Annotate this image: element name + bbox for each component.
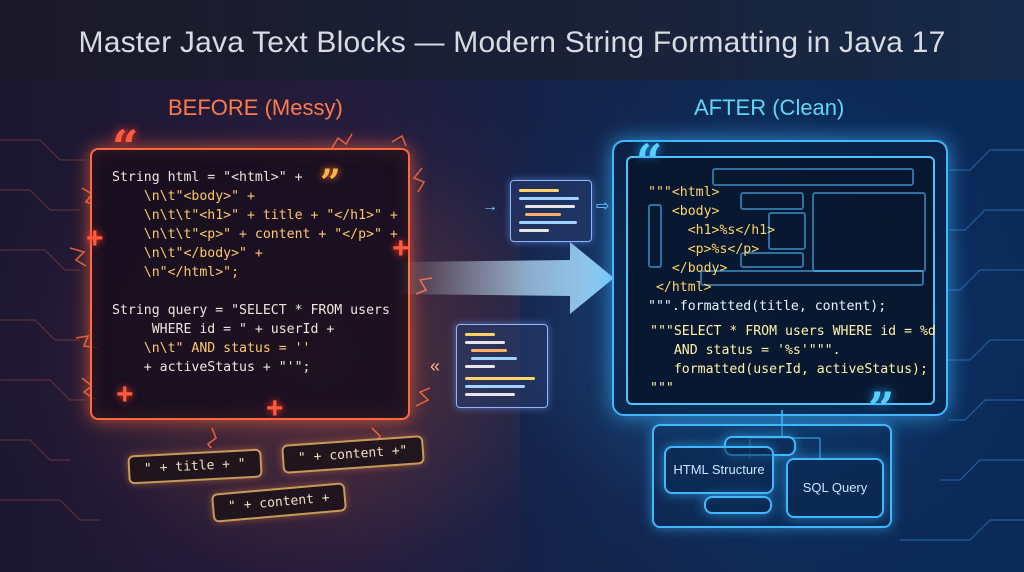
code-line: <body> bbox=[648, 204, 720, 219]
arrow-right-icon: ⇨ bbox=[596, 198, 610, 215]
code-line: String query = "SELECT * FROM users bbox=[112, 303, 390, 318]
clean-code-panel bbox=[626, 156, 935, 405]
plus-icon: + bbox=[86, 222, 104, 255]
code-line: \n\t" AND status = '' bbox=[112, 341, 311, 356]
arrow-left-icon: « bbox=[430, 356, 441, 376]
structure-node bbox=[704, 496, 772, 514]
code-line: </body> bbox=[648, 261, 728, 276]
code-line: <p>%s</p> bbox=[648, 242, 760, 257]
quote-close-icon: ” bbox=[320, 162, 341, 204]
code-line: \n\t"<body>" + bbox=[112, 189, 255, 204]
layout-wireframe bbox=[768, 212, 806, 250]
circuit-lines bbox=[0, 139, 1024, 541]
layout-wireframe bbox=[648, 204, 662, 268]
code-line: <h1>%s</h1> bbox=[648, 223, 776, 238]
clean-sql-code: """SELECT * FROM users WHERE id = %d AND… bbox=[650, 322, 936, 398]
layout-wireframe bbox=[712, 168, 914, 186]
before-heading: BEFORE (Messy) bbox=[168, 95, 343, 120]
arrow-right-icon bbox=[400, 242, 614, 314]
quote-open-icon: “ bbox=[636, 134, 663, 188]
plus-icon: + bbox=[116, 378, 134, 411]
clean-html-code: """<html> <body> <h1>%s</h1> <p>%s</p> <… bbox=[648, 183, 886, 316]
messy-code-panel: String html = "<html>" + \n\t"<body>" + … bbox=[90, 148, 410, 420]
layout-wireframe bbox=[700, 270, 924, 286]
code-line: + activeStatus + "'"; bbox=[112, 360, 311, 375]
plus-icon: + bbox=[392, 232, 410, 265]
sql-query-box: SQL Query bbox=[786, 458, 884, 518]
arrow-right-icon: → bbox=[482, 198, 498, 215]
code-line: AND status = '%s'""". bbox=[650, 343, 841, 358]
layout-wireframe bbox=[740, 192, 804, 210]
page-title: Master Java Text Blocks — Modern String … bbox=[0, 0, 1024, 80]
code-line: \n\t\t"<p>" + content + "</p>" + bbox=[112, 227, 398, 242]
code-line: """SELECT * FROM users WHERE id = %d bbox=[650, 324, 936, 339]
code-line: \n\t"</body>" + bbox=[112, 246, 263, 261]
html-structure-box: HTML Structure bbox=[664, 446, 774, 494]
plus-icon: + bbox=[266, 392, 284, 425]
code-line: \n"</html>"; bbox=[112, 265, 240, 280]
code-line: WHERE id = " + userId + bbox=[112, 322, 335, 337]
layout-wireframe bbox=[740, 252, 804, 268]
quote-open-icon: “ bbox=[112, 120, 139, 174]
code-line: """ bbox=[650, 381, 674, 396]
code-line: formatted(userId, activeStatus); bbox=[650, 362, 928, 377]
mini-code-card bbox=[456, 324, 548, 408]
after-heading: AFTER (Clean) bbox=[694, 95, 845, 120]
code-line: </html> bbox=[648, 280, 712, 295]
messy-code: String html = "<html>" + \n\t"<body>" + … bbox=[92, 150, 408, 377]
code-line: """<html> bbox=[648, 185, 720, 200]
code-line: \n\t\t"<h1>" + title + "</h1>" + bbox=[112, 208, 398, 223]
code-line: """.formatted(title, content); bbox=[648, 299, 887, 314]
mini-code-card bbox=[510, 180, 592, 242]
code-line: String html = "<html>" + bbox=[112, 170, 303, 185]
